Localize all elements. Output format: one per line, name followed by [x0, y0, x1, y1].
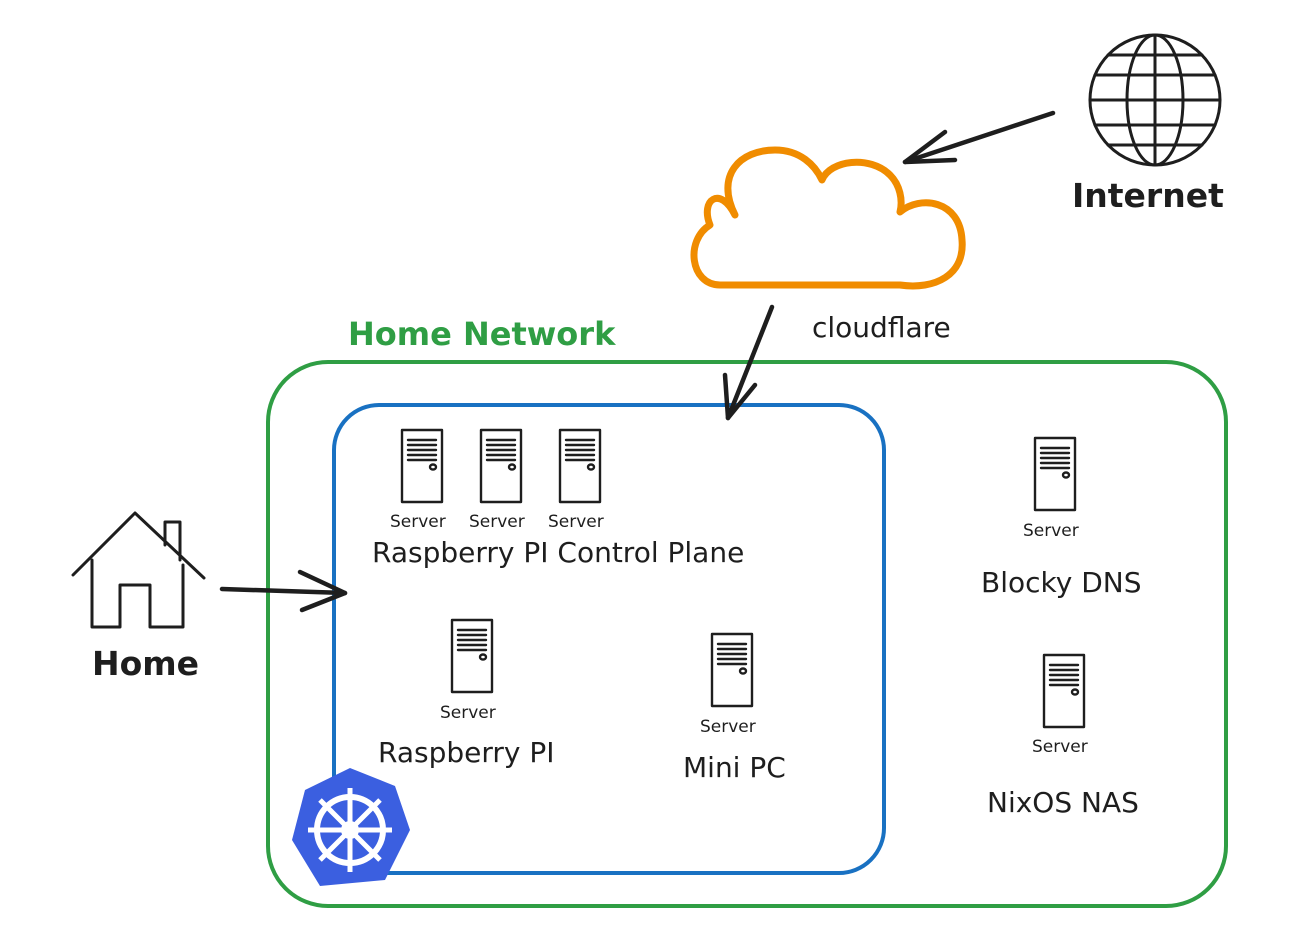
nixos-nas-label: NixOS NAS: [987, 786, 1139, 819]
server-label: Server: [469, 512, 525, 532]
home-label: Home: [92, 644, 199, 683]
control-plane-server-3: Server: [548, 428, 604, 532]
internet-to-cloudflare-arrow: [902, 110, 1056, 165]
mini-pc-label: Mini PC: [683, 751, 786, 784]
rpi-control-plane-label: Raspberry PI Control Plane: [372, 536, 744, 569]
server-label: Server: [548, 512, 604, 532]
server-label: Server: [1032, 737, 1088, 757]
cluster-boundary: [332, 403, 886, 875]
control-plane-server-1: Server: [390, 428, 446, 532]
cloudflare-to-cluster-arrow: [722, 304, 775, 421]
server-icon: [450, 618, 494, 694]
kubernetes-icon: [292, 768, 410, 886]
home-network-title: Home Network: [348, 315, 616, 353]
server-label: Server: [440, 703, 496, 723]
home-network-boundary: [266, 360, 1228, 908]
raspberry-pi-label: Raspberry PI: [378, 736, 555, 769]
internet-label: Internet: [1072, 176, 1224, 215]
server-icon: [1042, 653, 1086, 729]
server-icon: [400, 428, 444, 504]
server-label: Server: [700, 717, 756, 737]
house-icon: [71, 511, 206, 629]
globe-icon: [1088, 33, 1222, 167]
control-plane-server-2: Server: [469, 428, 525, 532]
server-icon: [558, 428, 602, 504]
raspberry-pi-server: Server Raspberry PI: [378, 618, 555, 769]
blocky-dns-label: Blocky DNS: [981, 566, 1141, 599]
mini-pc-server: Server Mini PC: [683, 632, 786, 784]
cloudflare-label: cloudflare: [812, 311, 951, 344]
blocky-dns-server: Server Blocky DNS: [981, 436, 1141, 599]
server-icon: [479, 428, 523, 504]
server-icon: [1033, 436, 1077, 512]
server-icon: [710, 632, 754, 708]
server-label: Server: [390, 512, 446, 532]
home-to-cluster-arrow: [219, 569, 348, 613]
nixos-nas-server: Server NixOS NAS: [987, 653, 1139, 819]
cloud-icon: [690, 146, 966, 290]
server-label: Server: [1023, 521, 1079, 541]
